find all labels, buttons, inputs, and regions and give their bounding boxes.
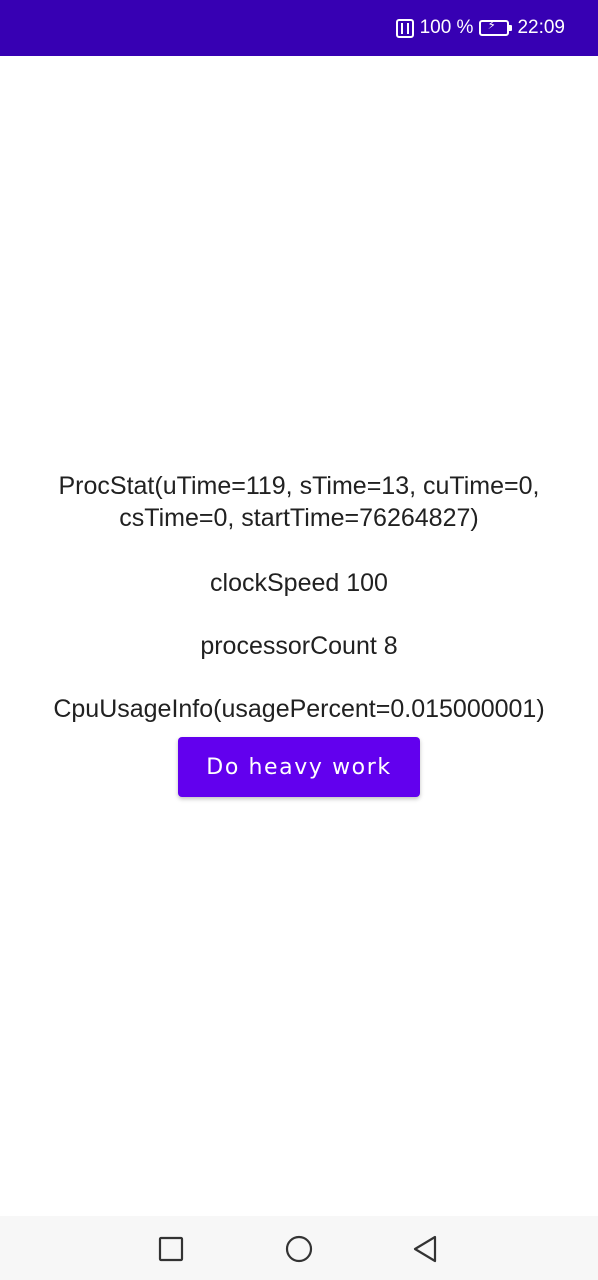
navigation-bar: [0, 1216, 598, 1280]
cpu-usage-text: CpuUsageInfo(usagePercent=0.015000001): [53, 695, 545, 723]
battery-percent: 100 %: [419, 17, 474, 38]
recents-icon[interactable]: [156, 1234, 186, 1264]
status-bar: 100 % 22:09: [0, 0, 598, 56]
home-icon[interactable]: [284, 1234, 314, 1264]
main-content: ProcStat(uTime=119, sTime=13, cuTime=0, …: [0, 470, 598, 797]
clock-speed-text: clockSpeed 100: [210, 569, 388, 597]
processor-count-text: processorCount 8: [200, 632, 398, 660]
nfc-icon: [395, 18, 414, 38]
back-icon[interactable]: [410, 1234, 440, 1264]
proc-stat-text: ProcStat(uTime=119, sTime=13, cuTime=0, …: [58, 472, 540, 532]
status-time: 22:09: [517, 17, 565, 38]
do-heavy-work-button[interactable]: Do heavy work: [178, 737, 420, 797]
battery-charging-icon: [479, 18, 513, 36]
